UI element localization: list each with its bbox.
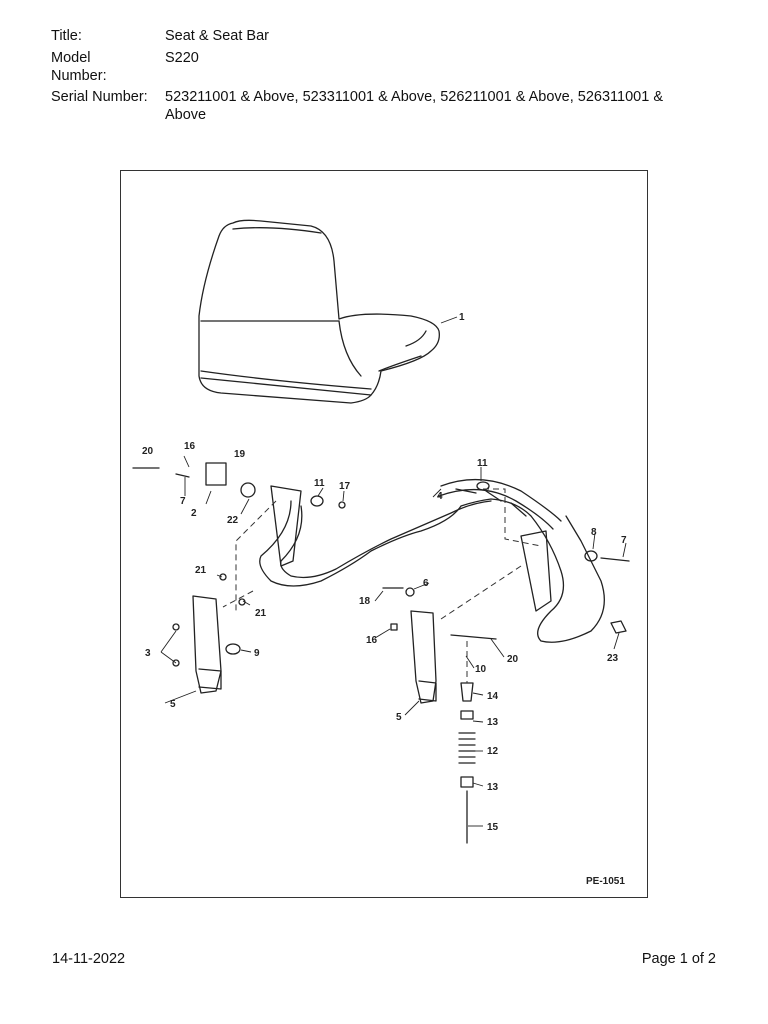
parts-diagram: 1 20 16 19 7 2 22 11 17 4 11 8 7 21 21 3… — [120, 170, 648, 898]
callout-5-left: 5 — [170, 699, 176, 710]
callout-20-left: 20 — [142, 446, 154, 457]
callout-21-bottom: 21 — [255, 608, 267, 619]
callout-15: 15 — [487, 822, 499, 833]
callout-leaders — [160, 316, 627, 827]
callout-19: 19 — [234, 449, 246, 460]
callout-23: 23 — [607, 653, 619, 664]
assembly-dashed-lines — [222, 488, 542, 683]
footer-date: 14-11-2022 — [52, 951, 126, 967]
seat-drawing — [198, 219, 440, 404]
callout-22: 22 — [227, 515, 239, 526]
callout-14: 14 — [487, 691, 499, 702]
callout-11-right: 11 — [477, 458, 488, 469]
title-label: Title: — [51, 28, 82, 44]
callout-16-left: 16 — [184, 441, 196, 452]
serial-label: Serial Number: — [51, 89, 148, 105]
model-label-line1: Model — [51, 50, 91, 66]
seat-bar-drawing — [259, 478, 627, 643]
callout-2: 2 — [191, 508, 197, 519]
right-bracket-drawing — [410, 610, 437, 704]
callout-20-right: 20 — [507, 654, 519, 665]
callout-3: 3 — [145, 648, 151, 659]
callout-1: 1 — [459, 312, 465, 323]
callout-6: 6 — [423, 578, 429, 589]
parts-diagram-drawing: 1 20 16 19 7 2 22 11 17 4 11 8 7 21 21 3… — [132, 219, 630, 887]
callout-7-right: 7 — [621, 535, 627, 546]
callout-21-top: 21 — [195, 565, 207, 576]
figure-code: PE-1051 — [586, 876, 625, 887]
callout-7-left: 7 — [180, 496, 186, 507]
callout-8: 8 — [591, 527, 597, 538]
callout-4: 4 — [437, 491, 443, 502]
callout-16-right: 16 — [366, 635, 378, 646]
callout-13-bottom: 13 — [487, 782, 499, 793]
callout-9: 9 — [254, 648, 260, 659]
callout-numbers: 1 20 16 19 7 2 22 11 17 4 11 8 7 21 21 3… — [142, 312, 627, 833]
callout-18: 18 — [359, 596, 371, 607]
left-bracket-drawing — [192, 595, 222, 694]
model-label-line2: Number: — [51, 68, 107, 84]
serial-value-line2: Above — [165, 107, 207, 123]
callout-17: 17 — [339, 481, 351, 492]
callout-5-right: 5 — [396, 712, 402, 723]
title-value: Seat & Seat Bar — [165, 28, 269, 44]
hardware-drawing — [132, 462, 630, 667]
callout-10: 10 — [475, 664, 487, 675]
footer-page-number: Page 1 of 2 — [641, 951, 716, 967]
callout-11-left: 11 — [314, 478, 325, 489]
spring-rod-drawing — [458, 682, 476, 844]
callout-13-top: 13 — [487, 717, 499, 728]
callout-12: 12 — [487, 746, 499, 757]
serial-value-line1: 523211001 & Above, 523311001 & Above, 52… — [165, 89, 664, 105]
model-value: S220 — [165, 50, 199, 66]
